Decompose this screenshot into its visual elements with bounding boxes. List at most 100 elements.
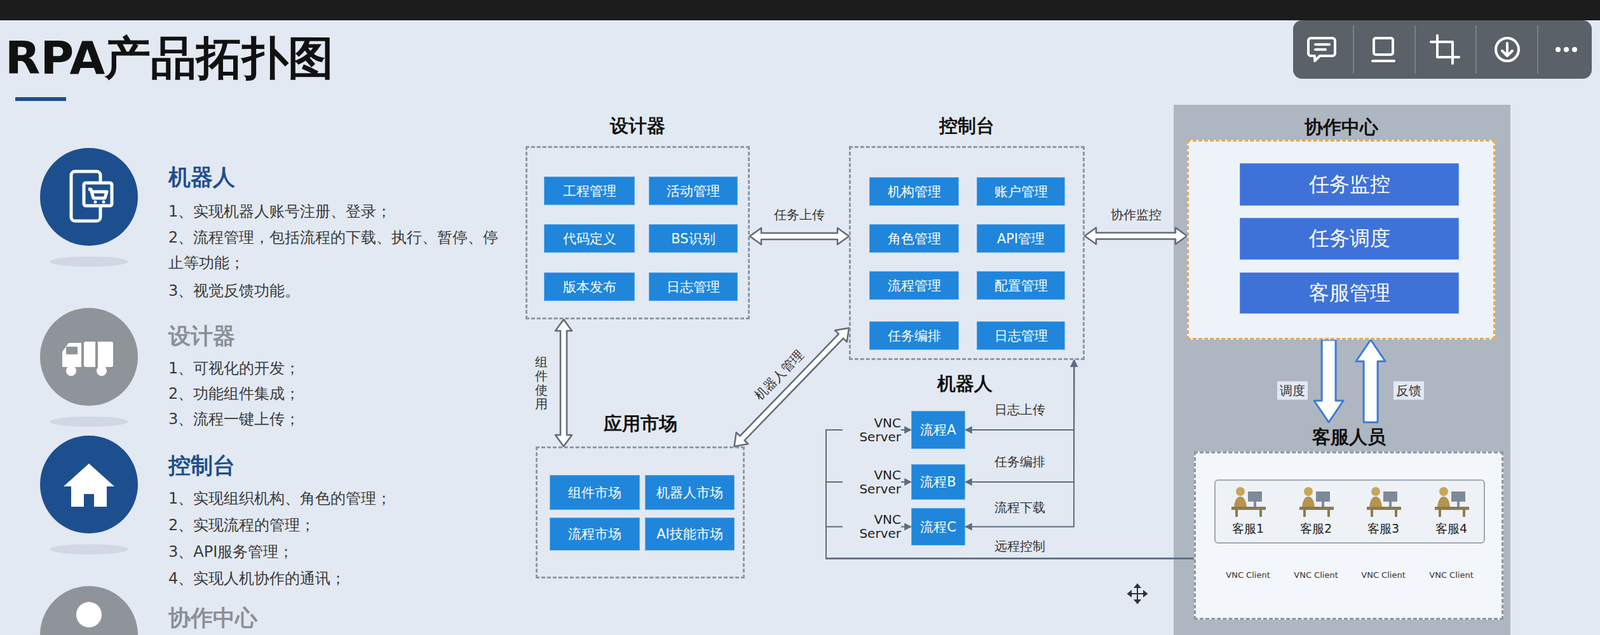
agent-icon-part <box>1235 510 1238 518</box>
box-text: 流程B <box>920 473 956 492</box>
decoration-shape <box>1127 584 1147 604</box>
edge-label: 任务编排 <box>991 453 1048 472</box>
bullet-text: 3、API服务管理； <box>168 539 550 565</box>
group-heading: 设计器 <box>501 113 774 140</box>
page-title: RPA产品拓扑图 <box>5 27 334 89</box>
agent-name: 客服1 <box>1232 521 1264 538</box>
agent-icon-part <box>1434 507 1470 511</box>
box-text: 任务编排 <box>887 327 942 346</box>
agent-station: 客服2 <box>1284 482 1348 542</box>
bar-text: 任务调度 <box>1308 224 1391 253</box>
edge-label: 流程下载 <box>991 498 1048 518</box>
agent-icon-part <box>1439 487 1449 497</box>
module-box: AI技能市场 <box>644 517 735 551</box>
decoration-shape <box>95 341 98 368</box>
module-box: 版本发布 <box>543 272 635 302</box>
decoration-shape <box>1353 25 1538 74</box>
dispatch-arrow <box>1355 339 1386 423</box>
collaboration-band <box>1173 104 1511 635</box>
module-box: 活动管理 <box>648 176 738 206</box>
box-text: 流程市场 <box>568 525 622 544</box>
box-text: 机器人市场 <box>656 484 724 502</box>
decoration-shape <box>62 341 114 377</box>
agent-icon-part <box>1451 491 1466 502</box>
decoration-shape <box>71 171 112 222</box>
module-box: 流程B <box>911 464 966 501</box>
decoration-shape <box>1572 47 1578 53</box>
module-box: 流程市场 <box>549 517 640 551</box>
box-text: 日志管理 <box>666 278 720 297</box>
edge-label: 调度 <box>1277 381 1308 401</box>
agent-name: 客服4 <box>1435 521 1468 538</box>
decoration-shape <box>1352 25 1355 74</box>
agent-icon-part <box>1370 510 1374 518</box>
box-text: 版本发布 <box>562 278 617 297</box>
module-box: BS识别 <box>648 224 738 253</box>
group-heading: 控制台 <box>825 113 1109 140</box>
decoration-shape <box>1315 43 1330 46</box>
decoration-shape <box>63 463 115 508</box>
task-bar: 任务监控 <box>1239 163 1459 206</box>
agent-name: 客服3 <box>1367 521 1400 538</box>
agent-icon-part <box>1233 496 1247 508</box>
port-label: VNC Client <box>1284 570 1348 581</box>
agent-icon-part <box>1301 496 1315 508</box>
decoration-shape <box>1414 25 1416 74</box>
agent-icon-part <box>1259 510 1262 518</box>
agent-icon-part <box>1253 501 1257 508</box>
box-text: 账户管理 <box>994 183 1048 201</box>
connector-line <box>826 430 1194 560</box>
decoration-shape <box>66 366 77 377</box>
double-arrow <box>555 319 572 447</box>
box-text: 配置管理 <box>994 277 1048 295</box>
agent-station: 客服1 <box>1216 482 1280 542</box>
box-text: 角色管理 <box>887 230 942 248</box>
section-heading: 机器人 <box>168 163 423 191</box>
box-text: 流程A <box>920 421 956 440</box>
agent-icon-part <box>1383 491 1398 502</box>
decoration-shape <box>1315 48 1326 51</box>
agent-icon-part <box>1247 491 1262 502</box>
module-box: 配置管理 <box>976 271 1065 300</box>
bullet-text: 3、视觉反馈功能。 <box>168 278 550 304</box>
edge-label: 日志上传 <box>991 400 1048 420</box>
agent-icon <box>1364 482 1403 519</box>
edge-label: 协作监控 <box>1108 205 1165 225</box>
decoration-shape <box>1308 35 1519 64</box>
agent-icon-part <box>1457 501 1460 508</box>
bar-text: 任务监控 <box>1308 170 1391 199</box>
module-box: 流程管理 <box>869 271 959 300</box>
port-label: VNC Server <box>842 468 902 497</box>
decoration-shape <box>1373 38 1393 55</box>
module-box: 任务编排 <box>869 321 959 351</box>
collab-center-box: 协作中心任务监控任务调度客服管理 <box>1186 139 1496 340</box>
decoration-shape <box>83 183 112 206</box>
bullet-text: 1、实现机器人账号注册、登录； <box>168 198 550 225</box>
module-box: 账户管理 <box>976 177 1065 206</box>
module-box: 流程C <box>911 508 966 546</box>
box-text: API管理 <box>996 230 1045 248</box>
group-heading: 协作中心 <box>1163 115 1519 141</box>
section-heading: 机器人 <box>913 372 1016 396</box>
agent-icon-part <box>1231 507 1266 511</box>
box-text: 机构管理 <box>887 183 942 201</box>
decoration-shape <box>1308 38 1336 62</box>
edge-label: 反馈 <box>1393 381 1424 401</box>
decoration-shape <box>94 200 98 204</box>
decoration-shape <box>66 346 78 355</box>
box-text: 流程C <box>920 518 957 537</box>
port-label: VNC Server <box>842 416 902 445</box>
agent-icon-part <box>1299 507 1334 511</box>
agent-icon-part <box>1437 496 1451 508</box>
connector-line <box>965 360 1074 431</box>
decoration-shape <box>1502 43 1513 56</box>
port-label: VNC Server <box>842 512 902 541</box>
group-box: 设计器工程管理活动管理代码定义BS识别版本发布日志管理 <box>525 146 750 320</box>
decoration-shape <box>49 544 129 555</box>
decoration-shape <box>1495 38 1519 62</box>
section-heading: 设计器 <box>168 322 423 350</box>
decoration-shape <box>1372 59 1395 63</box>
section-icons <box>40 148 138 635</box>
agent-icon-part <box>1303 510 1306 518</box>
